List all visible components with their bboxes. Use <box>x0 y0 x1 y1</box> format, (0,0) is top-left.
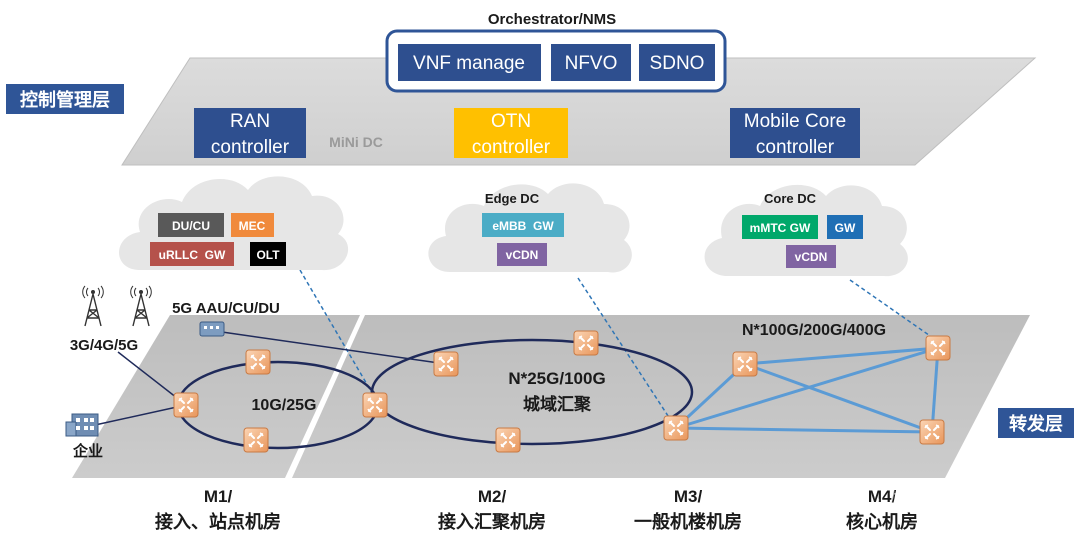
nfvo-label: NFVO <box>565 53 618 74</box>
enterprise-label: 企业 <box>72 442 103 460</box>
gw-box <box>827 215 863 239</box>
olt-label: OLT <box>256 248 280 262</box>
router-m4-left <box>732 351 758 377</box>
router-m1-bottom <box>243 427 269 453</box>
mmtc-gw-box <box>742 215 818 239</box>
site-m3-code: M3/ <box>674 487 703 506</box>
m2-ring-name-label: 城域汇聚 <box>523 394 592 415</box>
edge-vcdn-box <box>497 243 547 266</box>
site-m1-name: 接入、站点机房 <box>155 511 281 533</box>
site-m4-name: 核心机房 <box>846 511 918 533</box>
embb-gw-box <box>482 213 564 237</box>
router-m3 <box>663 415 689 441</box>
site-m2-code: M2/ <box>478 487 507 506</box>
urllc-gw-label: uRLLC GW <box>159 248 226 262</box>
site-m4-code: M4/ <box>868 487 897 506</box>
site-m3-name: 一般机楼机房 <box>634 511 742 533</box>
core-dc-title: Core DC <box>764 191 817 206</box>
site-m1-code: M1/ <box>204 487 233 506</box>
otn-controller <box>454 108 568 158</box>
m1-ring-capacity-label: 10G/25G <box>252 397 317 414</box>
router-m1-m2-shared <box>362 392 388 418</box>
embb-gw-label: eMBB GW <box>492 219 554 233</box>
aau-equipment-icon <box>199 321 225 337</box>
router-m2-left <box>433 351 459 377</box>
vnf-manage-label: VNF manage <box>413 53 525 74</box>
router-m4-bottom-right <box>919 419 945 445</box>
forwarding-layer-badge <box>998 408 1074 438</box>
vnf-manage-module <box>398 44 541 81</box>
enterprise-to-m1-link <box>94 404 187 426</box>
edge-dc-title: Edge DC <box>485 191 540 206</box>
antenna-generations-label: 3G/4G/5G <box>70 337 138 354</box>
access-equipment-label: 5G AAU/CU/DU <box>172 300 280 317</box>
forwarding-plane-access <box>72 315 360 478</box>
urllc-gw-box <box>150 242 234 266</box>
sdno-label: SDNO <box>650 53 705 74</box>
mobile-core-controller <box>730 108 860 158</box>
ran-controller-line1: RAN <box>230 111 270 132</box>
mobile-core-controller-line2: controller <box>756 137 835 158</box>
olt-box <box>250 242 286 266</box>
orchestrator-title: Orchestrator/NMS <box>488 11 616 28</box>
otn-controller-line1: OTN <box>491 111 531 132</box>
control-layer-badge <box>6 84 124 114</box>
watermark-text: 公众号 · 雄星火燎原 <box>802 489 999 514</box>
antenna-tower-icon-2 <box>130 285 152 327</box>
core-vcdn-label: vCDN <box>795 250 828 264</box>
gw-label: GW <box>835 221 856 235</box>
mec-box <box>231 213 274 237</box>
du-cu-label: DU/CU <box>172 219 210 233</box>
edge-vcdn-label: vCDN <box>506 248 539 262</box>
router-m2-bottom <box>495 427 521 453</box>
forwarding-plane-core <box>292 315 1030 478</box>
du-cu-box <box>158 213 224 237</box>
m2-ring-capacity-label: N*25G/100G <box>508 369 605 388</box>
antenna-tower-icon <box>82 285 104 327</box>
control-layer-label: 控制管理层 <box>20 89 110 111</box>
aau-to-m2-link <box>221 331 447 365</box>
nfvo-module <box>551 44 631 81</box>
mec-label: MEC <box>239 219 266 233</box>
router-m2-top <box>573 330 599 356</box>
site-m2-name: 接入汇聚机房 <box>438 511 546 533</box>
router-m1-left <box>173 392 199 418</box>
ran-controller-line2: controller <box>211 137 290 158</box>
forwarding-layer-label: 转发层 <box>1009 413 1063 435</box>
core-dc-link <box>849 279 937 341</box>
m2-aggregation-ring <box>370 338 694 446</box>
router-m1-top <box>245 349 271 375</box>
core-mesh-capacity-label: N*100G/200G/400G <box>742 322 886 339</box>
mini-dc-label: MiNi DC <box>329 134 383 150</box>
mini-dc-link <box>299 269 376 399</box>
mobile-core-controller-line1: Mobile Core <box>744 111 846 132</box>
core-mesh-links <box>674 346 940 434</box>
router-m4-top-right <box>925 335 951 361</box>
sdno-module <box>639 44 715 81</box>
ran-controller <box>194 108 306 158</box>
otn-controller-line2: controller <box>472 137 551 158</box>
mmtc-gw-label: mMTC GW <box>750 221 811 235</box>
core-vcdn-box <box>786 245 836 268</box>
enterprise-building-icon <box>65 413 99 437</box>
